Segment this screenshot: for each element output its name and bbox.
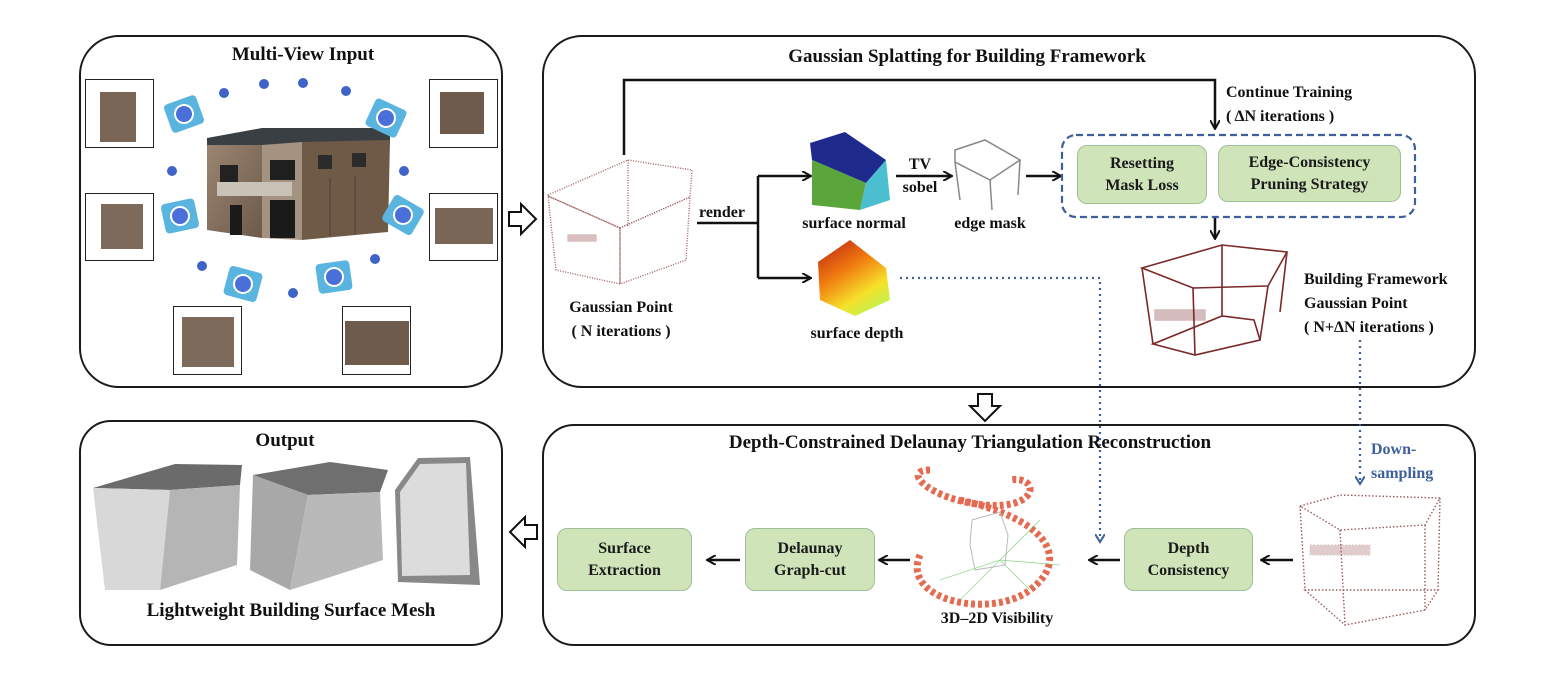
surface-extraction-box: Surface Extraction — [557, 528, 692, 591]
render-label: render — [699, 204, 745, 221]
delaunay-title: Depth-Constrained Delaunay Triangulation… — [728, 432, 1212, 453]
depth-consistency-box: Depth Consistency — [1124, 528, 1253, 591]
output-mesh-3 — [395, 457, 480, 585]
view-thumbnail-5 — [173, 306, 242, 375]
sobel-label: sobel — [902, 179, 938, 196]
framework-title: Building Framework — [1304, 271, 1448, 288]
render-branch-arrows — [697, 176, 1215, 278]
surface-normal-label: surface normal — [802, 215, 906, 232]
downsampling-line2: sampling — [1371, 465, 1434, 482]
gaussian-point-cloud — [547, 159, 693, 285]
box-graphcut-line1: Delaunay — [777, 539, 843, 557]
surface-depth-render — [818, 240, 890, 316]
training-dashed-box — [1060, 133, 1417, 219]
box-reset-line2: Mask Loss — [1105, 176, 1179, 194]
view-thumbnail-3 — [85, 193, 154, 261]
resetting-mask-loss-box: Resetting Mask Loss — [1077, 145, 1207, 204]
continue-training-label: Continue Training ( ΔN iterations ) — [1226, 81, 1352, 129]
edge-consistency-pruning-box: Edge-Consistency Pruning Strategy — [1218, 145, 1401, 202]
visibility-label: 3D–2D Visibility — [940, 610, 1054, 627]
arrow-gs-to-ddt — [967, 393, 1003, 423]
arrow-input-to-gs — [508, 201, 538, 237]
view-thumbnail-1 — [85, 79, 154, 148]
box-prune-line2: Pruning Strategy — [1250, 175, 1369, 193]
edge-mask-render — [954, 139, 1022, 211]
depth-dotted-line — [900, 276, 1100, 540]
camera-icons — [160, 95, 424, 302]
output-title: Output — [255, 430, 315, 451]
downsampled-point-cloud — [1298, 494, 1442, 626]
visibility-camera-spiral — [913, 466, 1061, 608]
continue-training-iterations: ( ΔN iterations ) — [1226, 108, 1335, 125]
delaunay-graph-cut-box: Delaunay Graph-cut — [745, 528, 875, 591]
output-mesh-2 — [250, 462, 388, 590]
gaussian-splatting-title: Gaussian Splatting for Building Framewor… — [788, 46, 1146, 67]
building-framework-label: Building Framework Gaussian Point ( N+ΔN… — [1304, 268, 1448, 340]
view-thumbnail-4 — [429, 193, 498, 261]
box-depth-line1: Depth — [1167, 539, 1210, 557]
box-graphcut-line2: Graph-cut — [774, 561, 846, 579]
gaussian-point-title: Gaussian Point — [569, 299, 673, 316]
view-thumbnail-2 — [429, 79, 498, 148]
box-reset-line1: Resetting — [1110, 154, 1174, 172]
box-surface-line2: Extraction — [588, 561, 661, 579]
box-prune-line1: Edge-Consistency — [1248, 153, 1371, 171]
camera-dots — [167, 78, 409, 298]
gaussian-splatting-panel — [542, 35, 1476, 388]
surface-normal-render — [810, 132, 890, 210]
view-thumbnail-6 — [342, 306, 411, 375]
edge-mask-label: edge mask — [954, 215, 1026, 232]
framework-subtitle: Gaussian Point — [1304, 295, 1408, 312]
continue-training-title: Continue Training — [1226, 84, 1353, 101]
surface-depth-label: surface depth — [810, 325, 904, 342]
downsampling-line1: Down- — [1371, 441, 1417, 458]
output-caption: Lightweight Building Surface Mesh — [146, 600, 436, 621]
delaunay-panel — [542, 424, 1476, 646]
framework-point-cloud — [1139, 244, 1289, 356]
gaussian-point-iterations: ( N iterations ) — [571, 323, 671, 340]
central-building-image — [207, 128, 390, 240]
arrow-ddt-to-output — [508, 514, 538, 550]
output-mesh-1 — [93, 464, 242, 590]
downsampling-label: Down- sampling — [1371, 438, 1433, 486]
continue-training-line — [622, 78, 1215, 155]
box-depth-line2: Consistency — [1147, 561, 1230, 579]
multi-view-input-title: Multi-View Input — [231, 44, 375, 65]
box-surface-line1: Surface — [598, 539, 651, 557]
tv-label: TV — [908, 156, 932, 173]
framework-iterations: ( N+ΔN iterations ) — [1304, 319, 1434, 336]
gaussian-point-label: Gaussian Point ( N iterations ) — [569, 296, 673, 344]
